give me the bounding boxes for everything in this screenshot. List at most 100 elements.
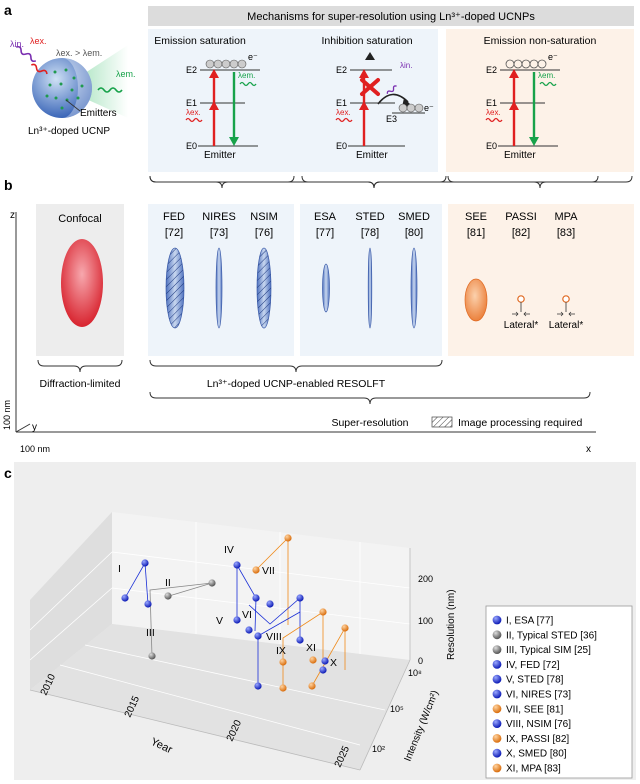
legend-marker-3 [492, 645, 502, 654]
legend-marker-11 [492, 763, 502, 773]
label-iv: IV [224, 544, 234, 556]
point-ii-top [208, 579, 216, 587]
label-iii: III [146, 627, 155, 639]
legend-marker-8 [492, 719, 502, 728]
lambda-ex-label: λex. [30, 36, 47, 46]
point-vii-top [284, 534, 292, 542]
label-viii: VIII [266, 631, 282, 643]
psf-fed-hatch [166, 248, 184, 328]
psf-see [464, 278, 488, 322]
e2-label-3: E2 [486, 65, 497, 75]
method-esa-ref: [77] [316, 227, 334, 239]
point-x-b [319, 666, 327, 674]
data-points [121, 534, 349, 692]
mechanisms-header-bar [148, 6, 634, 26]
hatch-legend-swatch [431, 416, 453, 428]
e1-label-2: E1 [336, 98, 347, 108]
point-v-b [245, 626, 253, 634]
psf-esa [322, 263, 330, 313]
label-i: I [118, 563, 121, 575]
legend-marker-2 [492, 630, 502, 640]
legend-marker-5 [492, 674, 502, 684]
axis-y-label: y [32, 422, 37, 433]
method-passi-ref: [82] [512, 227, 530, 239]
legend-label-2: II, Typical STED [36] [506, 630, 597, 641]
method-fed-ref: [72] [165, 227, 183, 239]
bottom-braces [37, 359, 591, 405]
method-see: SEE [465, 211, 487, 223]
mechanism-box-orange [446, 29, 634, 172]
point-iii [148, 652, 156, 660]
inhibition-wave [15, 45, 37, 63]
label-x: X [330, 657, 337, 669]
method-see-ref: [81] [467, 227, 485, 239]
legend-label-4: IV, FED [72] [506, 660, 560, 671]
image-processing-label: Image processing required [458, 417, 582, 429]
point-ix-top [319, 608, 327, 616]
point-v [233, 616, 241, 624]
e2-label-2: E2 [336, 65, 347, 75]
lambda-ex-3: λex. [486, 108, 501, 117]
lambda-em-1: λem. [238, 71, 255, 80]
emitter-dots [45, 68, 84, 110]
axis-z-label: z [10, 210, 15, 221]
resolft-label: Ln³⁺-doped UCNP-enabled RESOLFT [207, 378, 386, 390]
legend-label-10: X, SMED [80] [506, 749, 567, 760]
diffraction-limited-label: Diffraction-limited [40, 378, 121, 390]
method-smed-ref: [80] [405, 227, 423, 239]
point-vii [252, 566, 260, 574]
psf-passi [517, 295, 525, 303]
confocal-label: Confocal [58, 213, 101, 225]
mechanism-box-blue [148, 29, 438, 172]
label-vii: VII [262, 565, 275, 577]
point-labels: I II III IV V VI VII VIII IX X XI [118, 544, 337, 669]
legend-marker-1 [492, 615, 502, 625]
electron-label-1: e⁻ [248, 52, 258, 62]
legend-label-11: XI, MPA [83] [506, 764, 561, 775]
method-nsim: NSIM [250, 211, 278, 223]
lateral-label-mpa: Lateral* [549, 320, 584, 331]
method-smed: SMED [398, 211, 430, 223]
point-ix-floor [279, 684, 287, 692]
electron-label-3: e⁻ [548, 52, 558, 62]
e1-label-3: E1 [486, 98, 497, 108]
point-iv [233, 561, 241, 569]
legend-label-8: VIII, NSIM [76] [506, 719, 571, 730]
e0-label-3: E0 [486, 141, 497, 151]
intensity-tick-1e5: 10⁵ [390, 704, 404, 714]
psf-mpa [562, 295, 570, 303]
point-ix [279, 658, 287, 666]
label-vi: VI [242, 609, 252, 621]
point-viii-floor [254, 682, 262, 690]
chart-legend [485, 605, 633, 779]
legend-label-9: IX, PASSI [82] [506, 734, 569, 745]
point-i-side [121, 594, 129, 602]
lambda-ex-1: λex. [186, 108, 201, 117]
emitter-label-2: Emitter [356, 150, 388, 161]
legend-marker-4 [492, 660, 502, 669]
panel-label-b: b [4, 177, 13, 193]
mechanisms-header: Mechanisms for super-resolution using Ln… [247, 11, 535, 23]
method-nsim-ref: [76] [255, 227, 273, 239]
lambda-relation: λex. > λem. [56, 48, 102, 58]
label-xi: XI [306, 642, 316, 654]
energy-diagram-emission-saturation [185, 59, 260, 147]
point-xi [309, 656, 317, 664]
method-mpa: MPA [554, 211, 578, 223]
e3-label: E3 [386, 114, 397, 124]
electron-label-2: e⁻ [424, 103, 434, 113]
legend-label-7: VII, SEE [81] [506, 704, 563, 715]
point-i-top [141, 559, 149, 567]
point-vi-b [266, 600, 274, 608]
energy-diagram-inhibition-saturation [335, 52, 425, 147]
method-sted: STED [355, 211, 384, 223]
point-xi-floor [308, 682, 316, 690]
method-esa: ESA [314, 211, 337, 223]
lambda-em-3: λem. [538, 71, 555, 80]
lambda-ex-2: λex. [336, 108, 351, 117]
resolution-tick-0: 0 [418, 656, 423, 666]
point-x [321, 657, 329, 665]
method-nires: NIRES [202, 211, 236, 223]
lambda-in-label: λin. [10, 39, 24, 49]
e0-label-2: E0 [336, 141, 347, 151]
